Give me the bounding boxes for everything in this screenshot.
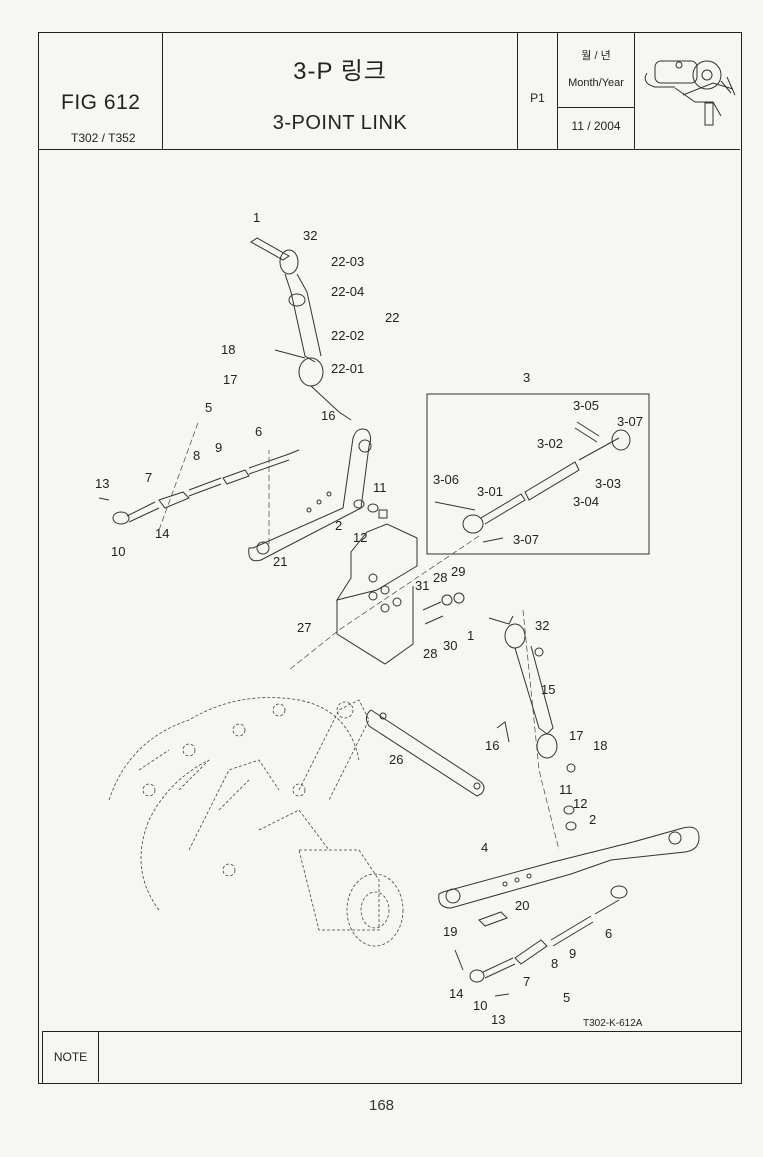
callout-7-lower: 7 bbox=[523, 974, 530, 989]
title-english: 3-POINT LINK bbox=[272, 112, 408, 134]
right-check-chain-assembly bbox=[454, 885, 628, 997]
callout-13-lower: 13 bbox=[491, 1012, 505, 1027]
callout-26: 26 bbox=[389, 752, 403, 767]
top-link-upper-part bbox=[250, 237, 352, 421]
callout-21: 21 bbox=[273, 554, 287, 569]
right-lower-link bbox=[438, 805, 700, 927]
tractor-rear-housing bbox=[108, 697, 404, 947]
date-cell: 월 / 년 Month/Year 11 / 2004 bbox=[558, 33, 635, 149]
callout-5: 5 bbox=[205, 400, 212, 415]
callout-11-lower: 11 bbox=[559, 782, 573, 797]
date-label: Month/Year bbox=[568, 77, 624, 89]
top-link-assembly bbox=[434, 421, 631, 543]
exploded-parts-diagram: 1 32 22-03 22-04 22 22-02 18 22-01 17 5 … bbox=[39, 150, 740, 1030]
callout-12: 12 bbox=[353, 530, 367, 545]
page-number: 168 bbox=[368, 1097, 395, 1114]
thumbnail-cell bbox=[635, 33, 740, 149]
callout-2-lower: 2 bbox=[589, 812, 596, 827]
callout-18-lower: 18 bbox=[593, 738, 607, 753]
assembly-center-lines bbox=[158, 419, 560, 851]
date-value: 11 / 2004 bbox=[571, 119, 621, 133]
callout-31: 31 bbox=[415, 578, 429, 593]
callout-19: 19 bbox=[443, 924, 457, 939]
title-korean: 3-P 링크 bbox=[293, 58, 387, 85]
callout-7: 7 bbox=[145, 470, 152, 485]
callout-22-02: 22-02 bbox=[331, 328, 364, 343]
model-label: T302 / T352 bbox=[71, 131, 136, 145]
page-code-cell: P1 bbox=[518, 33, 558, 149]
callout-16: 16 bbox=[321, 408, 335, 423]
callout-22-01: 22-01 bbox=[331, 361, 364, 376]
callout-30: 30 bbox=[443, 638, 457, 653]
tractor-thumbnail-icon bbox=[644, 60, 736, 126]
callout-3-02: 3-02 bbox=[537, 436, 563, 451]
callout-9-lower: 9 bbox=[569, 946, 576, 961]
callout-3-03: 3-03 bbox=[595, 476, 621, 491]
callout-6: 6 bbox=[255, 424, 262, 439]
note-row: NOTE bbox=[42, 1031, 742, 1083]
figure-number: FIG 612 bbox=[61, 91, 141, 114]
callout-32-lower: 32 bbox=[535, 618, 549, 633]
callout-22: 22 bbox=[385, 310, 399, 325]
title-cell: 3-P 링크 3-POINT LINK bbox=[163, 33, 518, 149]
callout-3-07-lower: 3-07 bbox=[513, 532, 539, 547]
callout-3-07-upper: 3-07 bbox=[617, 414, 643, 429]
date-label-korean: 월 / 년 bbox=[581, 50, 611, 62]
top-link-group-box bbox=[426, 393, 650, 555]
callout-3-01: 3-01 bbox=[477, 484, 503, 499]
callout-20: 20 bbox=[515, 898, 529, 913]
callout-8: 8 bbox=[193, 448, 200, 463]
callout-2: 2 bbox=[335, 518, 342, 533]
page-code: P1 bbox=[530, 91, 545, 105]
callout-8-lower: 8 bbox=[551, 956, 558, 971]
callout-27: 27 bbox=[297, 620, 311, 635]
top-link-lower-part bbox=[488, 615, 576, 773]
callout-11: 11 bbox=[373, 480, 387, 495]
callout-14-lower: 14 bbox=[449, 986, 463, 1001]
callout-18: 18 bbox=[221, 342, 235, 357]
callout-17-lower: 17 bbox=[569, 728, 583, 743]
stabilizer-bar bbox=[365, 709, 485, 797]
date-divider bbox=[558, 107, 634, 108]
left-check-chain-assembly bbox=[98, 449, 300, 525]
callout-22-03: 22-03 bbox=[331, 254, 364, 269]
callout-28-upper: 28 bbox=[433, 570, 447, 585]
callout-3: 3 bbox=[523, 370, 530, 385]
callout-22-04: 22-04 bbox=[331, 284, 364, 299]
callout-6-lower: 6 bbox=[605, 926, 612, 941]
callout-32: 32 bbox=[303, 228, 317, 243]
callout-29: 29 bbox=[451, 564, 465, 579]
note-label: NOTE bbox=[43, 1032, 99, 1082]
left-lower-link bbox=[248, 428, 388, 562]
callout-10: 10 bbox=[111, 544, 125, 559]
drawing-code: T302-K-612A bbox=[583, 1018, 643, 1029]
callout-4: 4 bbox=[481, 840, 488, 855]
callout-9: 9 bbox=[215, 440, 222, 455]
callout-14: 14 bbox=[155, 526, 169, 541]
callout-13: 13 bbox=[95, 476, 109, 491]
callout-17: 17 bbox=[223, 372, 237, 387]
top-link-bracket bbox=[335, 523, 465, 665]
callout-3-06: 3-06 bbox=[433, 472, 459, 487]
callout-3-05: 3-05 bbox=[573, 398, 599, 413]
callout-3-04: 3-04 bbox=[573, 494, 599, 509]
callout-28-lower: 28 bbox=[423, 646, 437, 661]
callout-1-lower: 1 bbox=[467, 628, 474, 643]
header-block: FIG 612 T302 / T352 3-P 링크 3-POINT LINK … bbox=[39, 33, 740, 150]
callout-1: 1 bbox=[253, 210, 260, 225]
callout-12-lower: 12 bbox=[573, 796, 587, 811]
callout-15: 15 bbox=[541, 682, 555, 697]
callout-10-lower: 10 bbox=[473, 998, 487, 1013]
callout-16-lower: 16 bbox=[485, 738, 499, 753]
page-frame: FIG 612 T302 / T352 3-P 링크 3-POINT LINK … bbox=[38, 32, 742, 1084]
figure-cell: FIG 612 T302 / T352 bbox=[39, 33, 163, 149]
callout-5-lower: 5 bbox=[563, 990, 570, 1005]
